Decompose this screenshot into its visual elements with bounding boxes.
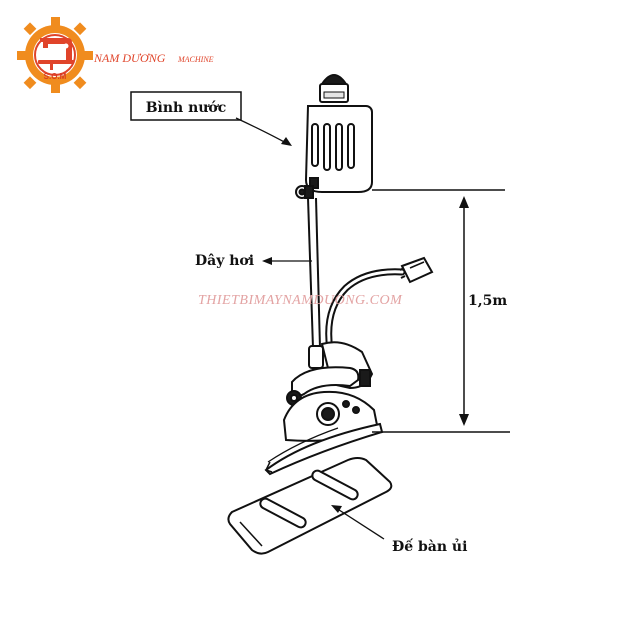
steam-iron (264, 341, 384, 476)
watermark-text: THIETBIMAYNAMDUONG.COM (198, 293, 403, 308)
steam-hose-label: Dây hơi (195, 253, 254, 269)
water-bottle-callout: Bình nước (130, 91, 292, 146)
iron-rest-pad (227, 457, 393, 555)
sewing-machine-icon (38, 38, 74, 70)
steam-hose (307, 197, 324, 369)
brand-name: NAM DƯƠNG (93, 51, 166, 65)
steam-hose-callout: Dây hơi (195, 253, 312, 269)
iron-base-callout: Đế bàn ủi (331, 505, 467, 555)
water-bottle (295, 74, 373, 199)
brand-logo: S.O.M NAM DƯƠNG MACHINE (17, 17, 214, 93)
power-cord (325, 256, 434, 354)
gear-icon (17, 17, 93, 93)
water-bottle-label: Bình nước (146, 100, 227, 116)
logo-emblem-text: S.O.M (44, 72, 67, 81)
height-dimension (372, 189, 510, 433)
iron-base-label: Đế bàn ủi (392, 537, 467, 555)
height-label: 1,5m (468, 293, 507, 309)
brand-tagline: MACHINE (177, 55, 214, 64)
